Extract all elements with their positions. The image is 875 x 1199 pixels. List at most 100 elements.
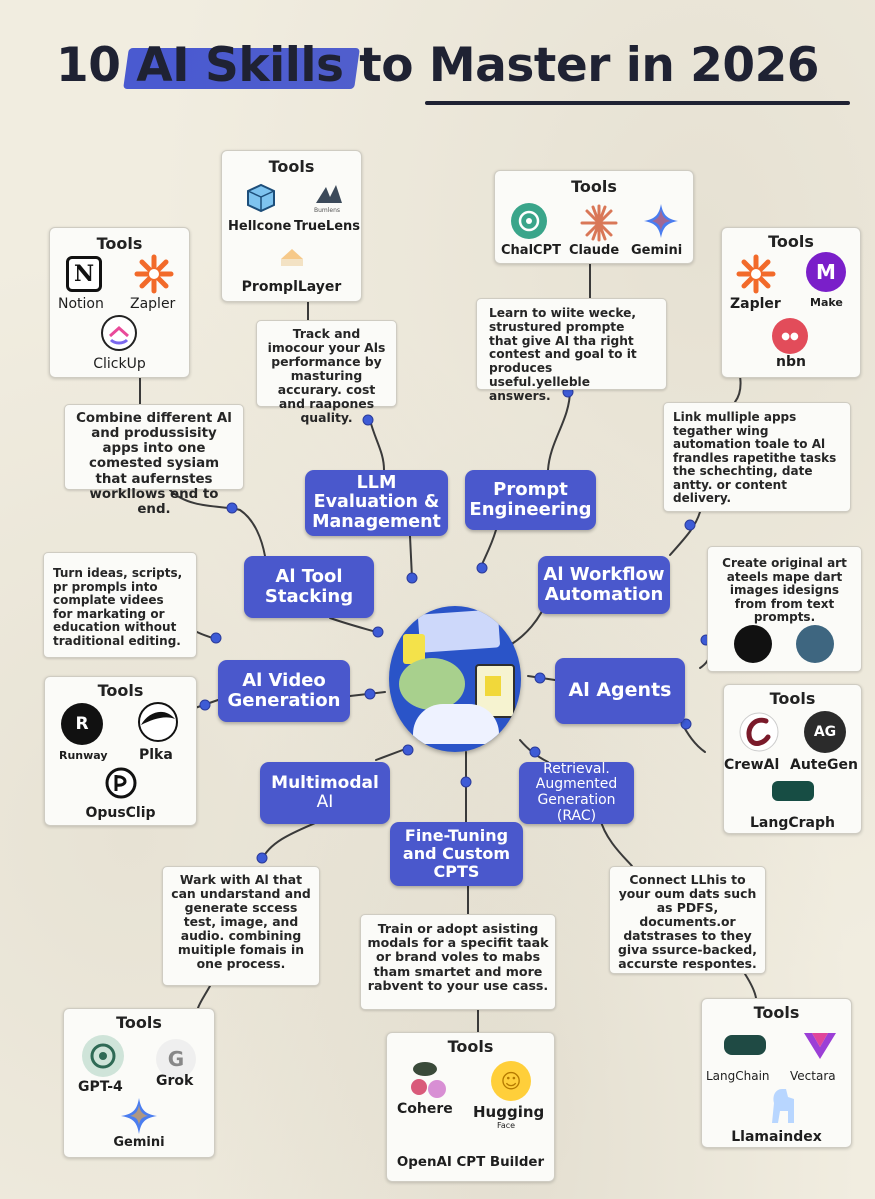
tool-crewai: CrewAl: [724, 757, 780, 773]
agents-description-text: Create original art ateels mape dart ima…: [722, 556, 847, 625]
wire-rag-tools: [744, 973, 757, 999]
prompt-tools-card: Tools ChalCPT Claude Gemini: [494, 170, 694, 264]
autogen-icon: AG: [804, 711, 846, 753]
tool-clickup: ClickUp: [93, 356, 146, 372]
wire-llm-hub: [409, 535, 413, 579]
make-icon: M: [806, 252, 846, 292]
tool-claude: Claude: [569, 243, 620, 258]
tool-chatgpt: ChalCPT: [501, 243, 561, 258]
tool-truelens: TrueLens: [294, 219, 361, 234]
tool-openai-gpt-builder: OpenAI CPT Builder: [396, 1155, 545, 1170]
card-title: Tools: [447, 1037, 494, 1056]
tool-hugging: Hugging: [473, 1103, 545, 1121]
truelens-icon: [316, 185, 342, 203]
rag-tools-card: Tools LangChain Vectara Llamaindex: [701, 998, 852, 1148]
finetuning-description: Train or adopt asisting modals for a spe…: [360, 914, 556, 1010]
tool-zapier: Zapler: [130, 296, 176, 312]
tool-promptlayer: PromplLayer: [241, 279, 342, 295]
tool-pika: Plka: [139, 747, 173, 763]
multimodal-description: Wark with Al that can undarstand and gen…: [162, 866, 320, 986]
langgraph-icon: [772, 781, 814, 801]
gemini-icon: [121, 1098, 157, 1134]
langchain-icon: [724, 1035, 766, 1055]
multimodal-tools-card: Tools G GPT-4 Grok Gemini: [63, 1008, 215, 1158]
pika-icon: [138, 702, 178, 742]
tool-autogen: AuteGen: [790, 757, 858, 773]
crewai-icon: [739, 712, 779, 752]
finetuning-tools-card: Tools ☺ Cohere Hugging Face OpenAI CPT B…: [386, 1032, 555, 1182]
agents-description: Create original art ateels mape dart ima…: [707, 546, 862, 672]
wire-multi-desc: [261, 819, 323, 861]
gemini-icon: [644, 204, 678, 238]
skill-rag: Retrieval. Augmented Generation (RAC): [519, 761, 634, 824]
skill-multimodal: Multimodal AI: [260, 762, 390, 824]
card-title: Tools: [116, 1013, 162, 1032]
hub-brain-icon: [399, 658, 465, 710]
card-title: Tools: [268, 157, 315, 176]
skill-ai-agents: Al Agents: [555, 658, 685, 724]
skill-workflow-automation: Al Workflow Automation: [538, 556, 670, 614]
stack-description: Combine different Al and produssisity ap…: [64, 404, 244, 517]
wire-rag-desc: [599, 817, 633, 867]
image-tool-icon-2: [796, 625, 834, 663]
wire-stack-desc: [169, 489, 266, 557]
hub-note-icon: [485, 676, 501, 696]
tool-llamaindex: Llamaindex: [731, 1129, 822, 1145]
cohere-icon: [411, 1062, 446, 1098]
agents-tools-card: Tools AG CrewAl AuteGen LangCraph: [723, 684, 862, 834]
llm-tools-card: Tools Bumlens Hellcone TrueLens PromplLa…: [221, 150, 362, 302]
clickup-icon: [101, 315, 137, 351]
tool-runway: Runway: [59, 749, 108, 762]
llamaindex-icon: [772, 1089, 794, 1123]
workflow-tools-card: Tools M Zapler Make ●● nbn: [721, 227, 861, 378]
title-highlight: AI Skills: [136, 38, 344, 93]
central-hub-illustration: [389, 606, 521, 752]
hub-screen-icon: [417, 609, 501, 653]
tool-grok: Grok: [156, 1073, 194, 1089]
tool-opusclip: OpusClip: [85, 805, 156, 821]
workflow-description: Link mulliple apps tegather wing automat…: [663, 402, 851, 512]
wire-multi-tools: [197, 985, 211, 1009]
promptlayer-icon: [281, 249, 303, 266]
card-title: Tools: [753, 1003, 800, 1022]
tool-gpt4: GPT-4: [78, 1079, 123, 1095]
stack-tools-card: Tools N Notion Zapler ClickUp: [49, 227, 190, 378]
runway-icon: R: [61, 703, 103, 745]
wire-stack-hub: [329, 617, 377, 633]
helicone-icon: [247, 183, 275, 213]
skill-multimodal-line1: Multimodal: [271, 772, 379, 793]
tool-langgraph: LangCraph: [750, 815, 835, 831]
wire-llm-desc: [369, 419, 385, 471]
tool-gemini: Gemini: [631, 243, 683, 258]
wire-flow-tools: [734, 375, 742, 403]
hub-hand-icon: [413, 704, 499, 744]
title-underline: [425, 101, 850, 105]
tool-cohere: Cohere: [397, 1101, 453, 1117]
tool-make: Make: [810, 296, 843, 309]
grok-icon: G: [156, 1039, 196, 1079]
tool-helicone: Hellcone: [228, 219, 292, 234]
prompt-description: Learn to wiite wecke, strustured prompte…: [476, 298, 667, 403]
chatgpt-icon: [511, 203, 547, 239]
skill-llm-evaluation: LLM Evaluation & Management: [305, 470, 448, 536]
tool-n8n: nbn: [776, 354, 806, 370]
video-tools-card: Tools R Runway Plka OpusClip: [44, 676, 197, 826]
card-title: Tools: [96, 234, 143, 253]
card-title: Tools: [769, 689, 816, 708]
image-tool-icon-1: [734, 625, 772, 663]
card-title: Tools: [97, 681, 144, 700]
vectara-icon: [804, 1033, 836, 1059]
page-title: 10 AI Skills to Master in 2026: [56, 38, 819, 93]
tool-face: Face: [497, 1121, 516, 1130]
claude-icon: [580, 204, 618, 242]
zapier-icon: [736, 254, 776, 294]
video-description: Turn ideas, scripts, pr prompls into com…: [43, 552, 197, 658]
skill-video-generation: Al Video Generation: [218, 660, 350, 722]
card-title: Tools: [768, 232, 814, 251]
hub-phone-icon: [475, 664, 515, 718]
hub-yellow-card-icon: [403, 634, 425, 664]
rag-description: Connect LLhis to your oum dats such as P…: [609, 866, 766, 974]
llm-description: Track and imocour your Als performance b…: [256, 320, 397, 425]
tool-gemini: Gemini: [113, 1135, 165, 1150]
